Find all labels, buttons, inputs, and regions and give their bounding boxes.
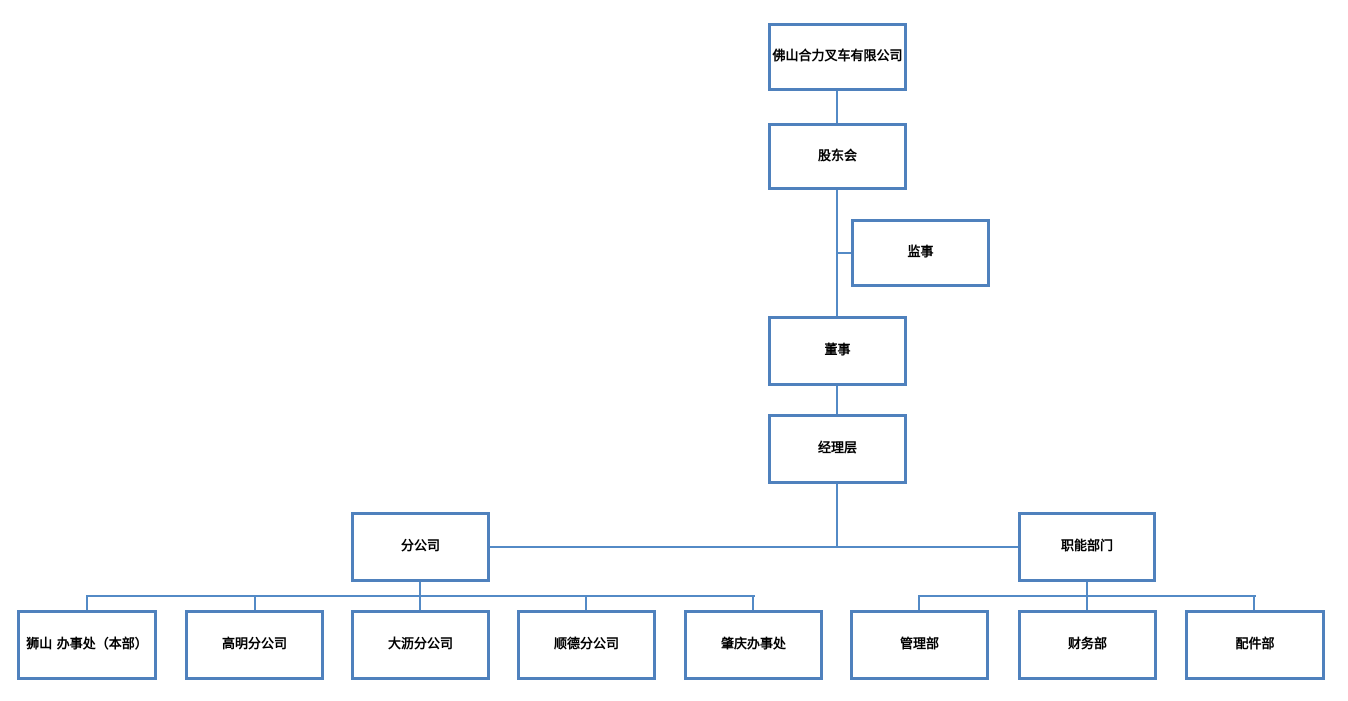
org-node-company: 佛山合力叉车有限公司 bbox=[768, 23, 907, 91]
org-node-functional-group: 职能部门 bbox=[1018, 512, 1156, 582]
connector-management-down bbox=[836, 484, 838, 547]
org-node-label: 股东会 bbox=[817, 148, 857, 164]
org-node-shareholders: 股东会 bbox=[768, 123, 907, 190]
org-node-label: 监事 bbox=[907, 245, 934, 261]
org-node-label: 职能部门 bbox=[1060, 539, 1113, 555]
org-node-parts-dept: 配件部 bbox=[1185, 610, 1325, 680]
org-node-shunde-branch: 顺德分公司 bbox=[517, 610, 656, 680]
org-node-director: 董事 bbox=[768, 316, 907, 386]
org-node-label: 分公司 bbox=[400, 539, 440, 555]
org-node-shishan-office: 狮山 办事处（本部） bbox=[17, 610, 157, 680]
org-node-zhaoqing-office: 肇庆办事处 bbox=[684, 610, 823, 680]
connector-director-management bbox=[836, 386, 838, 414]
org-node-branch-group: 分公司 bbox=[351, 512, 490, 582]
org-node-label: 狮山 办事处（本部） bbox=[26, 637, 148, 653]
connector-stub-shunde bbox=[585, 595, 587, 610]
org-node-supervisor: 监事 bbox=[851, 219, 990, 287]
org-node-label: 顺德分公司 bbox=[553, 637, 619, 653]
connector-stub-parts-dept bbox=[1253, 595, 1255, 610]
org-node-label: 肇庆办事处 bbox=[720, 637, 786, 653]
connector-stub-management-dept bbox=[918, 595, 920, 610]
connector-stub-shishan bbox=[86, 595, 88, 610]
org-node-management: 经理层 bbox=[768, 414, 907, 484]
org-node-gaoming-branch: 高明分公司 bbox=[185, 610, 324, 680]
org-node-label: 佛山合力叉车有限公司 bbox=[772, 49, 903, 65]
org-node-label: 大沥分公司 bbox=[387, 637, 453, 653]
org-node-finance-dept: 财务部 bbox=[1018, 610, 1157, 680]
connector-bus-left bbox=[86, 595, 755, 597]
connector-stub-zhaoqing bbox=[752, 595, 754, 610]
org-node-label: 高明分公司 bbox=[221, 637, 287, 653]
org-node-dali-branch: 大沥分公司 bbox=[351, 610, 490, 680]
org-node-label: 财务部 bbox=[1067, 637, 1107, 653]
org-node-label: 配件部 bbox=[1235, 637, 1275, 653]
connector-bus-right bbox=[919, 595, 1256, 597]
org-node-management-dept: 管理部 bbox=[850, 610, 989, 680]
connector-trunk-supervisor bbox=[837, 252, 851, 254]
org-node-label: 经理层 bbox=[817, 441, 857, 457]
org-node-label: 管理部 bbox=[899, 637, 939, 653]
connector-stub-gaoming bbox=[254, 595, 256, 610]
org-node-label: 董事 bbox=[824, 343, 851, 359]
connector-company-shareholders bbox=[836, 91, 838, 123]
connector-branch-functional bbox=[490, 546, 1018, 548]
